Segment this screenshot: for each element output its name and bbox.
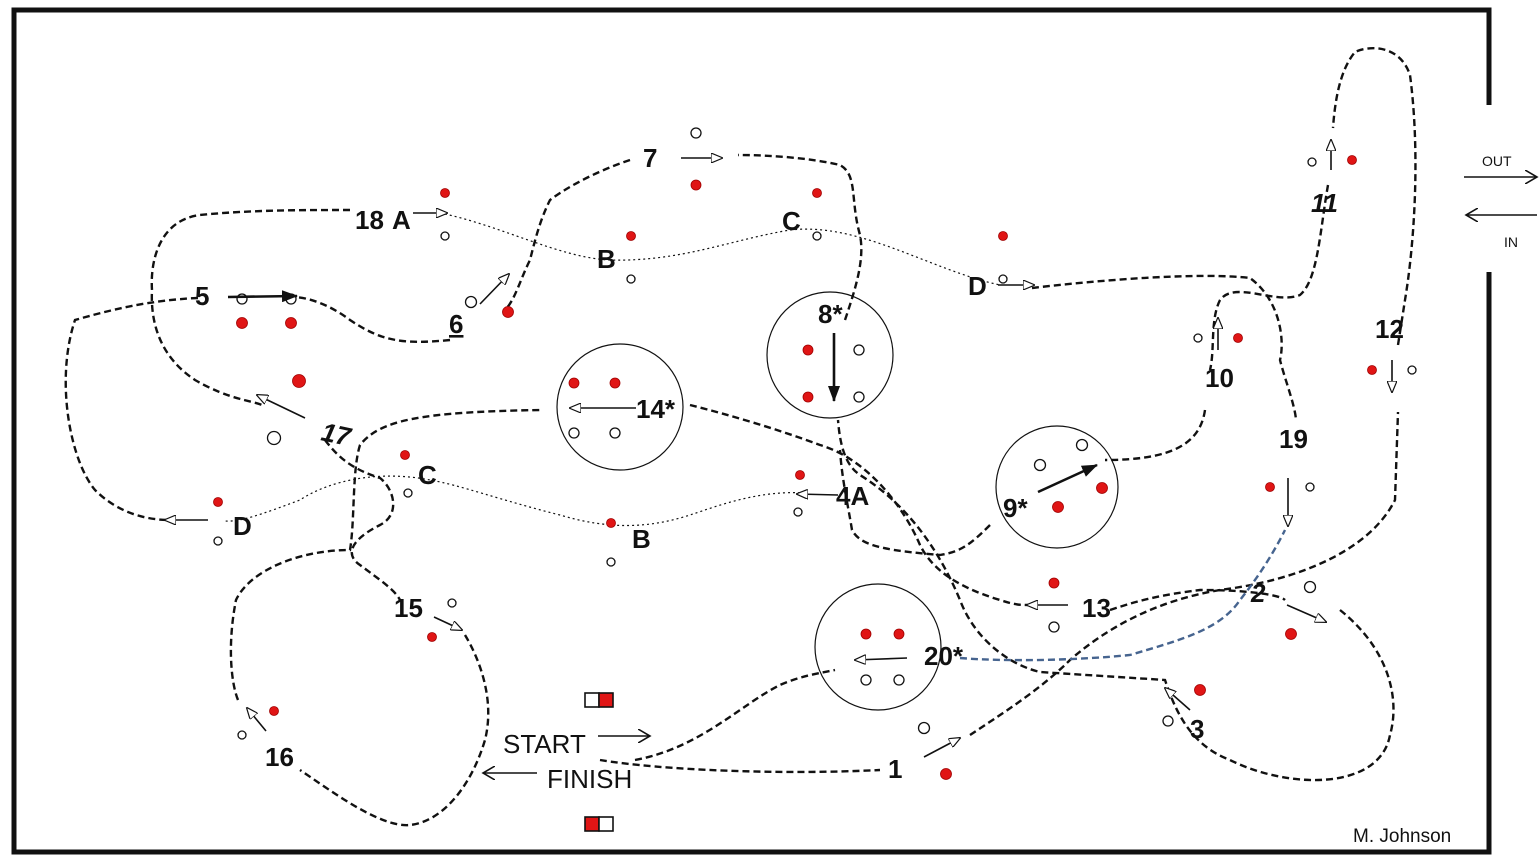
- course-path: [64, 46, 1417, 827]
- finish-marker: [584, 816, 614, 832]
- ring-obstacle-14: [556, 343, 684, 471]
- label-obstacle-20: 20*: [924, 641, 964, 671]
- label-obstacle-9: 9*: [1003, 493, 1028, 523]
- label-obstacle-15: 15: [394, 593, 423, 623]
- label-18-b: B: [597, 244, 616, 274]
- in-label: IN: [1504, 234, 1518, 250]
- label-obstacle-18: 18: [355, 205, 384, 235]
- out-label: OUT: [1482, 153, 1512, 169]
- ring-obstacle-8: [766, 291, 894, 419]
- dotted-path-18: [439, 212, 1001, 286]
- label-4-c: C: [418, 460, 437, 490]
- label-18-a: A: [392, 205, 411, 235]
- start-label: START: [503, 729, 586, 759]
- finish-label: FINISH: [547, 764, 632, 794]
- label-18-d: D: [968, 271, 987, 301]
- label-obstacle-5: 5: [195, 281, 209, 311]
- label-obstacle-17: 17: [319, 417, 355, 453]
- blue-path: [959, 529, 1287, 662]
- label-4-b: B: [632, 524, 651, 554]
- label-obstacle-8: 8*: [818, 299, 843, 329]
- label-obstacle-16: 16: [265, 742, 294, 772]
- start-marker: [584, 692, 614, 708]
- direction-arrows: [165, 140, 1537, 773]
- label-obstacle-1: 1: [888, 754, 902, 784]
- label-4-a: 4A: [836, 481, 869, 511]
- label-obstacle-6: 6: [449, 309, 463, 339]
- label-obstacle-13: 13: [1082, 593, 1111, 623]
- label-4-d: D: [233, 511, 252, 541]
- label-obstacle-2: 2: [1250, 578, 1266, 608]
- label-obstacle-7: 7: [643, 143, 657, 173]
- label-obstacle-12: 12: [1375, 314, 1404, 344]
- dotted-path-4: [224, 475, 806, 527]
- label-obstacle-19: 19: [1279, 424, 1308, 454]
- ring-obstacle-9: [995, 425, 1119, 549]
- author-credit: M. Johnson: [1353, 826, 1451, 847]
- ring-obstacle-20: [814, 583, 942, 711]
- label-18-c: C: [782, 206, 801, 236]
- label-obstacle-11: 11: [1311, 188, 1338, 218]
- label-obstacle-14: 14*: [636, 394, 676, 424]
- label-obstacle-10: 10: [1205, 363, 1234, 393]
- ring-border: [11, 7, 1492, 855]
- label-obstacle-3: 3: [1190, 714, 1204, 744]
- cones: [213, 127, 1417, 780]
